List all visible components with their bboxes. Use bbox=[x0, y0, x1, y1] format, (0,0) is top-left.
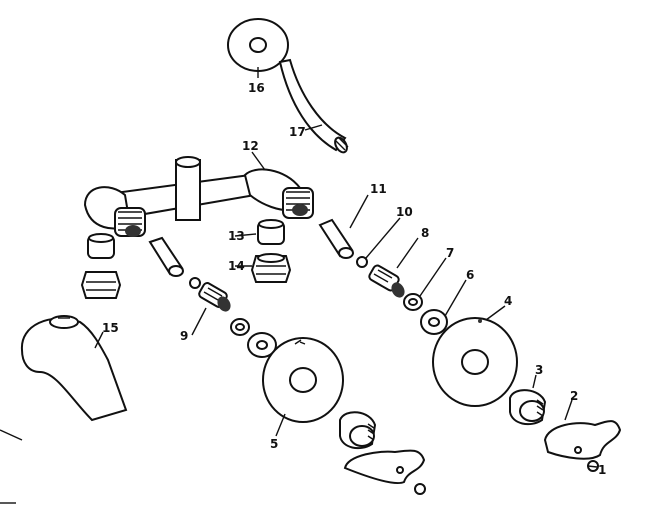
callout-15: 15 bbox=[102, 321, 119, 335]
callout-9: 9 bbox=[180, 329, 188, 343]
part-8-stem bbox=[368, 264, 405, 298]
part-16-shower-flange bbox=[227, 18, 289, 72]
part-10-washer bbox=[356, 256, 368, 268]
part-11-sleeve bbox=[318, 218, 354, 259]
callout-8: 8 bbox=[421, 226, 429, 240]
part-15-tub-spout bbox=[20, 315, 128, 422]
callout-11: 11 bbox=[370, 182, 387, 196]
callout-5: 5 bbox=[270, 437, 278, 451]
part-14-nut bbox=[250, 253, 292, 283]
callout-7: 7 bbox=[446, 246, 454, 260]
callout-6: 6 bbox=[466, 268, 474, 282]
part-5-escutcheon bbox=[262, 337, 344, 423]
part-9-stem bbox=[198, 282, 231, 312]
callout-17: 17 bbox=[289, 125, 306, 139]
part-13-seat bbox=[257, 219, 285, 245]
left-bonnet-nut bbox=[247, 332, 277, 358]
part-7-washer bbox=[403, 293, 423, 311]
left-handle-screw bbox=[414, 483, 426, 495]
part-4-escutcheon bbox=[432, 317, 518, 407]
part-12-valve-body bbox=[83, 156, 314, 237]
callout-2: 2 bbox=[570, 389, 578, 403]
callout-16: 16 bbox=[248, 81, 265, 95]
callout-13: 13 bbox=[228, 229, 245, 243]
callout-12: 12 bbox=[242, 139, 259, 153]
callout-10: 10 bbox=[396, 205, 413, 219]
callout-3: 3 bbox=[535, 363, 543, 377]
callout-14: 14 bbox=[228, 259, 245, 273]
leader-lines bbox=[94, 67, 598, 468]
left-sleeve bbox=[148, 236, 201, 289]
left-seat-and-nut bbox=[80, 233, 122, 299]
left-handle bbox=[343, 449, 426, 484]
part-17-shower-arm bbox=[278, 58, 349, 154]
part-2-handle bbox=[543, 420, 622, 460]
left-sleeve-nut bbox=[339, 411, 377, 450]
margin-mark bbox=[0, 429, 23, 441]
part-3-sleeve-nut bbox=[509, 389, 547, 426]
left-washer bbox=[230, 318, 250, 336]
callout-4: 4 bbox=[504, 294, 512, 308]
callout-1: 1 bbox=[598, 463, 606, 477]
part-6-bonnet-nut bbox=[420, 309, 448, 335]
